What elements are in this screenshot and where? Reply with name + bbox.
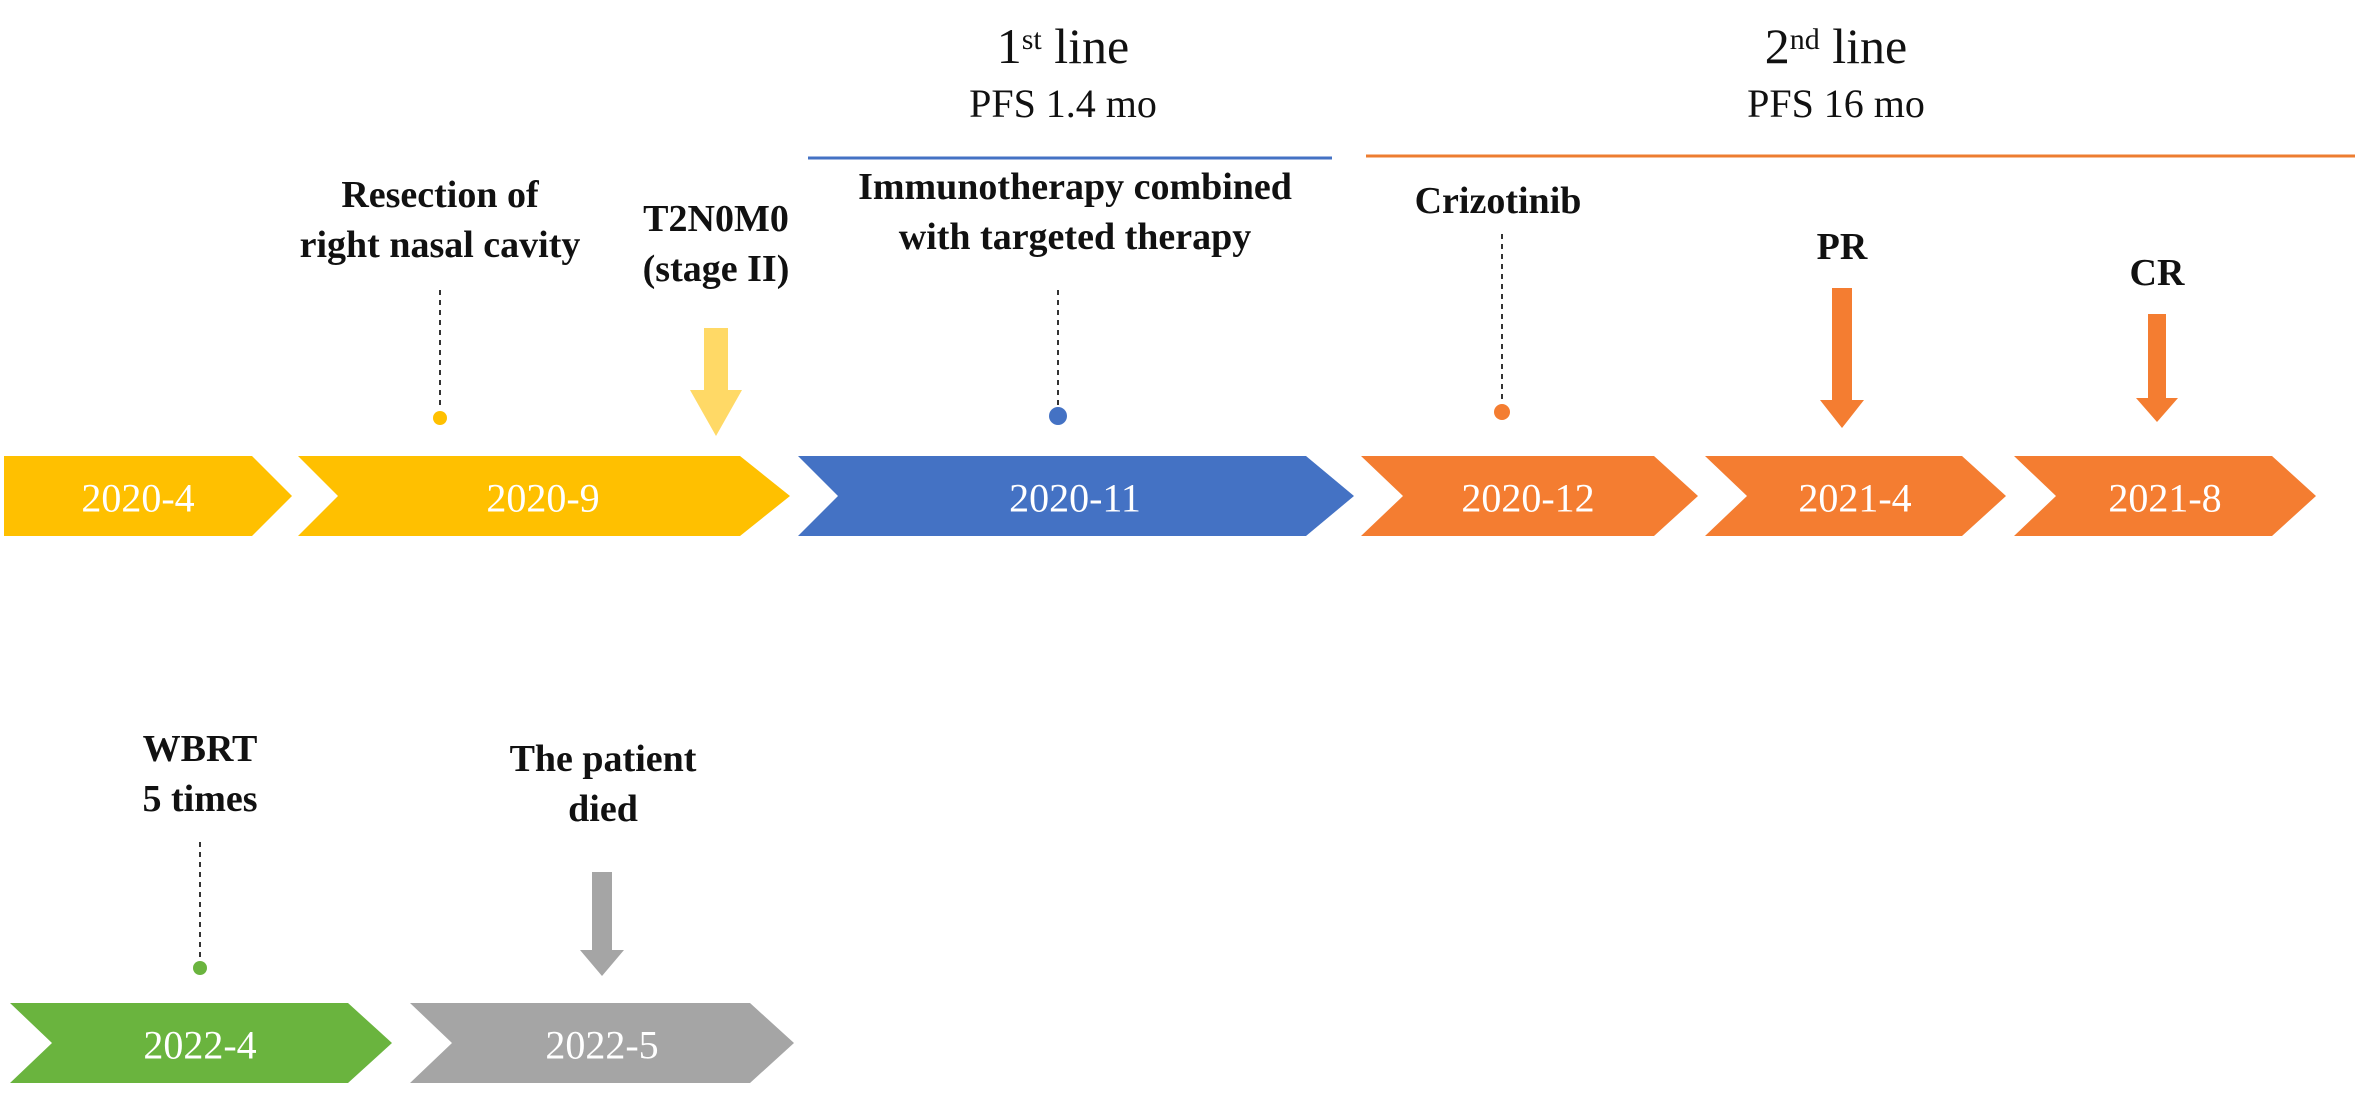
chevron-2022-5 (410, 1003, 794, 1083)
second-line-pfs: PFS 16 mo (1747, 81, 1925, 126)
date-2020-9: 2020-9 (486, 475, 600, 521)
event-immunotherapy-label: Immunotherapy combined with targeted the… (858, 166, 1292, 258)
event-wbrt-label: WBRT 5 times (142, 728, 258, 820)
wbrt-dot-marker (193, 961, 207, 975)
first-line-title: 1st line PFS 1.4 mo (969, 14, 1157, 130)
crizotinib-dot-marker (1494, 404, 1510, 420)
first-line-pfs: PFS 1.4 mo (969, 81, 1157, 126)
chevron-2020-11 (798, 456, 1354, 536)
date-2020-4: 2020-4 (81, 475, 195, 521)
date-2020-12: 2020-12 (1461, 475, 1595, 521)
chevron-2020-9 (298, 456, 790, 536)
chevron-2020-4 (4, 456, 292, 536)
chevron-2020-12 (1361, 456, 1698, 536)
date-2021-8: 2021-8 (2108, 475, 2222, 521)
event-cr-label: CR (2129, 252, 2185, 294)
pr-arrow-marker (1820, 288, 1864, 428)
event-pr-label: PR (1816, 226, 1868, 268)
resection-dot-marker (433, 411, 447, 425)
chevron-2021-4 (1705, 456, 2006, 536)
chevron-2022-4 (10, 1003, 392, 1083)
died-arrow-marker (580, 872, 624, 976)
cr-arrow-marker (2136, 314, 2178, 422)
second-line-title: 2nd line PFS 16 mo (1747, 14, 1925, 130)
event-resection-label: Resection of right nasal cavity (299, 174, 581, 266)
event-died-label: The patient died (509, 738, 697, 830)
staging-arrow-marker (690, 328, 742, 436)
event-staging-label: T2N0M0 (stage II) (642, 198, 790, 290)
first-line-heading: 1st line (996, 18, 1130, 74)
date-2021-4: 2021-4 (1798, 475, 1912, 521)
date-2022-4: 2022-4 (143, 1022, 257, 1068)
date-2020-11: 2020-11 (1009, 475, 1141, 521)
date-2022-5: 2022-5 (545, 1022, 659, 1068)
event-crizotinib-label: Crizotinib (1414, 180, 1582, 222)
second-line-heading: 2nd line (1764, 18, 1908, 74)
immunotherapy-dot-marker (1049, 407, 1067, 425)
chevron-2021-8 (2014, 456, 2316, 536)
